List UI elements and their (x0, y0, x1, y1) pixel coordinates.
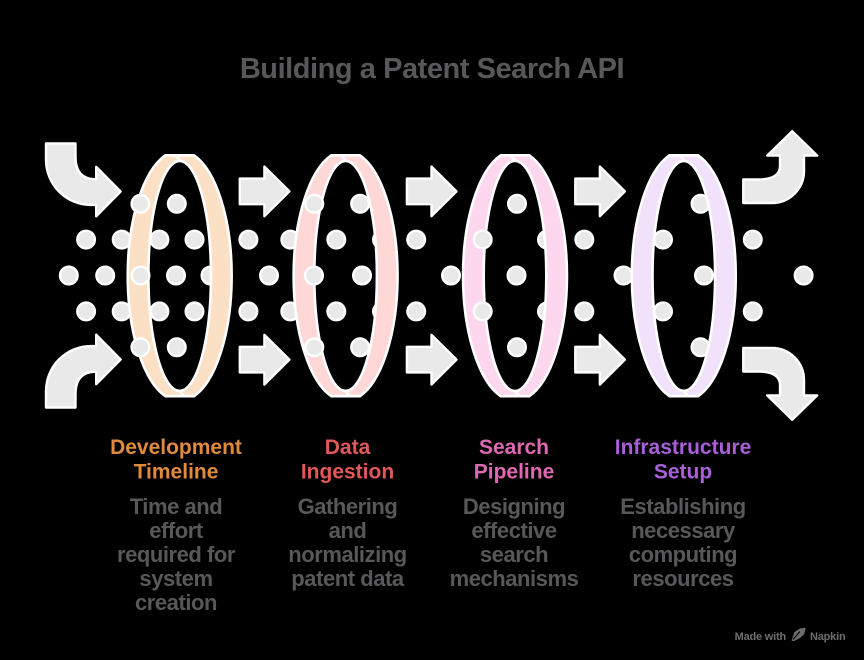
svg-text:required for: required for (117, 542, 236, 567)
svg-text:Building a Patent Search API: Building a Patent Search API (240, 53, 624, 85)
svg-text:Napkin: Napkin (810, 631, 846, 643)
svg-text:system: system (139, 566, 212, 591)
svg-text:necessary: necessary (631, 518, 736, 543)
svg-text:Gathering: Gathering (298, 494, 398, 519)
svg-text:effort: effort (149, 518, 204, 543)
svg-text:Search: Search (479, 436, 549, 459)
svg-text:and: and (329, 518, 367, 543)
svg-text:creation: creation (135, 590, 217, 615)
svg-text:normalizing: normalizing (288, 542, 407, 567)
svg-text:Pipeline: Pipeline (474, 461, 555, 484)
svg-text:computing: computing (629, 542, 737, 567)
svg-text:effective: effective (471, 518, 556, 543)
svg-text:Development: Development (110, 436, 242, 459)
svg-text:Infrastructure: Infrastructure (615, 436, 752, 459)
svg-text:patent data: patent data (291, 566, 405, 591)
svg-text:search: search (480, 542, 548, 567)
svg-text:Data: Data (325, 436, 371, 459)
svg-text:Time and: Time and (130, 494, 223, 519)
svg-text:Made with: Made with (735, 631, 787, 643)
svg-text:resources: resources (632, 566, 733, 591)
svg-text:Ingestion: Ingestion (301, 461, 394, 484)
svg-text:Setup: Setup (654, 461, 712, 484)
svg-text:Designing: Designing (463, 494, 565, 519)
svg-text:mechanisms: mechanisms (450, 566, 579, 591)
svg-text:Establishing: Establishing (620, 494, 745, 519)
svg-text:Timeline: Timeline (134, 461, 219, 484)
